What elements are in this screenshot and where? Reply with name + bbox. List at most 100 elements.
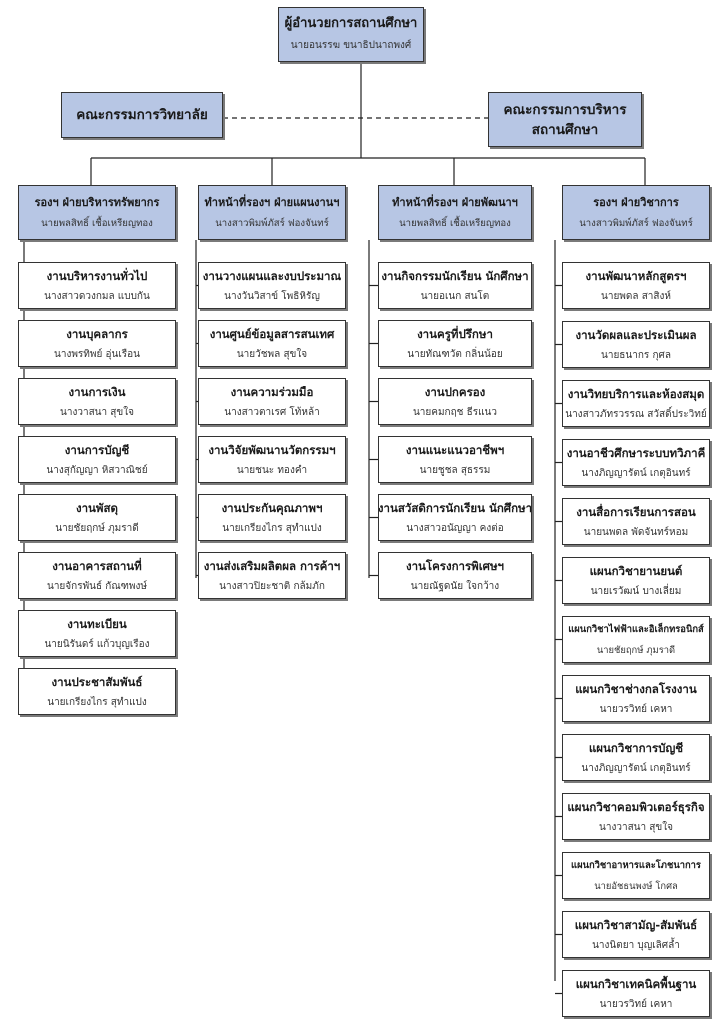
unit-person: นางสาวตาเรศ โท้หล้า — [224, 406, 320, 418]
unit-box: แผนกวิชาอาหารและโภชนาการนายอัชธนพงษ์ โกศ… — [562, 852, 710, 899]
unit-box: งานวิทยบริการและห้องสมุดนางสาวภัทรวรรณ ส… — [562, 380, 710, 427]
unit-title: งานกิจกรรมนักเรียน นักศึกษา — [381, 268, 529, 283]
unit-box: งานปกครองนายคมกฤช ธีรแนว — [378, 378, 532, 425]
column-head-3: ทำหน้าที่รองฯ ฝ่ายพัฒนาฯนายพลสิทธิ์ เชื้… — [378, 185, 532, 240]
unit-title: งานอาคารสถานที่ — [52, 558, 142, 573]
unit-title: งานพัสดุ — [75, 500, 118, 515]
unit-box: งานแนะแนวอาชีพฯนายชูชล สุธรรม — [378, 436, 532, 483]
unit-title: แผนกวิชาไฟฟ้าและอิเล็กทรอนิกส์ — [568, 623, 704, 635]
unit-title: งานการเงิน — [68, 384, 126, 399]
unit-person: นายจักรพันธ์ กัณฑพงษ์ — [46, 580, 147, 592]
unit-title: งานส่งเสริมผลิตผล การค้าฯ — [203, 558, 341, 573]
unit-box: งานพัสดุนายชัยฤกษ์ ภุมราดี — [18, 494, 176, 541]
unit-title: งานประชาสัมพันธ์ — [51, 674, 143, 689]
unit-person: นางภิญญารัตน์ เกตุอินทร์ — [581, 762, 691, 774]
unit-title: แผนกวิชาอาหารและโภชนาการ — [571, 859, 701, 871]
unit-person: นายเรวัฒน์ บางเลี่ยม — [590, 585, 682, 597]
unit-box: งานบริหารงานทั่วไปนางสาวดวงกมล แบบกัน — [18, 262, 176, 309]
column-head-title: ทำหน้าที่รองฯ ฝ่ายพัฒนาฯ — [392, 195, 518, 209]
unit-title: แผนกวิชาช่างกลโรงงาน — [575, 681, 697, 696]
unit-person: นายทัณฑวัต กลิ่นน้อย — [407, 348, 503, 360]
director-name: นายอนรรฆ ขนาธิปนาถพงศ์ — [290, 40, 412, 51]
unit-box: งานวัดผลและประเมินผลนายธนากร กุศล — [562, 321, 710, 368]
unit-title: งานปกครอง — [424, 384, 486, 399]
unit-person: นายชัยฤกษ์ ภุมราดี — [596, 644, 676, 656]
college-committee-title: คณะกรรมการวิทยาลัย — [76, 107, 208, 123]
unit-box: งานประชาสัมพันธ์นายเกรียงไกร สุทำแปง — [18, 668, 176, 715]
unit-title: งานสวัสดิการนักเรียน นักศึกษา — [378, 500, 532, 515]
unit-person: นายวรวิทย์ เคหา — [599, 998, 673, 1010]
unit-person: นางสุกัญญา หิสวาณิชย์ — [46, 464, 148, 476]
unit-person: นายณัฐดนัย ใจกว้าง — [410, 580, 500, 592]
unit-person: นายชัยฤกษ์ ภุมราดี — [55, 522, 139, 534]
unit-box: งานวางแผนและงบประมาณนางวันวิสาข์ โพธิหิร… — [198, 262, 346, 309]
unit-box: งานการเงินนางวาสนา สุขใจ — [18, 378, 176, 425]
unit-person: นายวรวิทย์ เคหา — [599, 703, 673, 715]
unit-box: งานครูที่ปรึกษานายทัณฑวัต กลิ่นน้อย — [378, 320, 532, 367]
unit-person: นายคมกฤช ธีรแนว — [412, 406, 498, 418]
unit-box: แผนกวิชาไฟฟ้าและอิเล็กทรอนิกส์นายชัยฤกษ์… — [562, 616, 710, 663]
unit-title: แผนกวิชาการบัญชี — [588, 740, 684, 755]
unit-person: นายชูชล สุธรรม — [419, 464, 491, 476]
unit-person: นางสาวปิยะชาติ กล้มภัก — [219, 580, 325, 592]
unit-box: แผนกวิชาสามัญ-สัมพันธ์นางนิตยา บุญเลิศล้… — [562, 911, 710, 958]
unit-title: งานบริหารงานทั่วไป — [46, 268, 148, 283]
unit-box: แผนกวิชาเทคนิคพื้นฐานนายวรวิทย์ เคหา — [562, 970, 710, 1017]
column-head-2: ทำหน้าที่รองฯ ฝ่ายแผนงานฯนางสาวพิมพ์ภัสร… — [198, 185, 346, 240]
unit-person: นายเกรียงไกร สุทำแปง — [47, 696, 147, 708]
unit-title: งานวิจัยพัฒนานวัตกรรมฯ — [208, 442, 336, 457]
unit-title: งานวัดผลและประเมินผล — [575, 327, 697, 342]
unit-person: นางนิตยา บุญเลิศล้ำ — [592, 939, 680, 951]
unit-title: งานแนะแนวอาชีพฯ — [405, 442, 505, 457]
unit-person: นางวันวิสาข์ โพธิหิรัญ — [224, 290, 320, 302]
unit-box: งานบุคลากรนางพรทิพย์ อุ่นเรือน — [18, 320, 176, 367]
unit-title: แผนกวิชาคอมพิวเตอร์ธุรกิจ — [567, 799, 705, 814]
unit-box: งานอาคารสถานที่นายจักรพันธ์ กัณฑพงษ์ — [18, 552, 176, 599]
unit-box: งานส่งเสริมผลิตผล การค้าฯนางสาวปิยะชาติ … — [198, 552, 346, 599]
unit-box: งานสื่อการเรียนการสอนนายนพดล พัดจันทร์หอ… — [562, 498, 710, 545]
column-head-title: รองฯ ฝ่ายบริหารทรัพยากร — [34, 195, 160, 209]
unit-person: นางวาสนา สุขใจ — [599, 821, 673, 833]
unit-box: งานความร่วมมือนางสาวตาเรศ โท้หล้า — [198, 378, 346, 425]
unit-title: งานประกันคุณภาพฯ — [221, 500, 323, 515]
unit-box: งานโครงการพิเศษฯนายณัฐดนัย ใจกว้าง — [378, 552, 532, 599]
unit-box: งานพัฒนาหลักสูตรฯนายพดล สาสิงห์ — [562, 262, 710, 309]
unit-title: งานวิทยบริการและห้องสมุด — [567, 386, 705, 401]
unit-title: งานสื่อการเรียนการสอน — [576, 504, 696, 519]
unit-title: งานวางแผนและงบประมาณ — [202, 268, 342, 283]
unit-title: งานพัฒนาหลักสูตรฯ — [585, 268, 687, 283]
unit-box: แผนกวิชาคอมพิวเตอร์ธุรกิจนางวาสนา สุขใจ — [562, 793, 710, 840]
management-committee-box: คณะกรรมการบริหาร สถานศึกษา — [488, 92, 642, 147]
unit-box: งานการบัญชีนางสุกัญญา หิสวาณิชย์ — [18, 436, 176, 483]
column-head-1: รองฯ ฝ่ายบริหารทรัพยากรนายพลสิทธิ์ เชื้อ… — [18, 185, 176, 240]
unit-title: แผนกวิชาเทคนิคพื้นฐาน — [575, 976, 697, 991]
unit-box: งานศูนย์ข้อมูลสารสนเทศนายวัชพล สุขใจ — [198, 320, 346, 367]
unit-box: แผนกวิชาการบัญชีนางภิญญารัตน์ เกตุอินทร์ — [562, 734, 710, 781]
column-head-title: ทำหน้าที่รองฯ ฝ่ายแผนงานฯ — [204, 195, 340, 209]
unit-box: งานกิจกรรมนักเรียน นักศึกษานายอเนก สนโต — [378, 262, 532, 309]
unit-person: นายพดล สาสิงห์ — [601, 290, 671, 302]
unit-person: นายเกรียงไกร สุทำแปง — [222, 522, 322, 534]
unit-title: งานโครงการพิเศษฯ — [405, 558, 505, 573]
unit-box: งานสวัสดิการนักเรียน นักศึกษานางสาวอนัญญ… — [378, 494, 532, 541]
unit-person: นางสาวภัทรวรรณ สวัสดิ์ประวิทย์ — [565, 408, 707, 420]
unit-box: งานวิจัยพัฒนานวัตกรรมฯนายชนะ ทองคำ — [198, 436, 346, 483]
unit-box: แผนกวิชาช่างกลโรงงานนายวรวิทย์ เคหา — [562, 675, 710, 722]
unit-person: นายอัชธนพงษ์ โกศล — [594, 880, 678, 892]
column-head-4: รองฯ ฝ่ายวิชาการนางสาวพิมพ์ภัสร์ ฟองจันท… — [562, 185, 710, 240]
column-head-name: นางสาวพิมพ์ภัสร์ ฟองจันทร์ — [579, 217, 693, 229]
unit-title: งานอาชีวศึกษาระบบทวิภาคี — [566, 445, 706, 460]
unit-box: งานทะเบียนนายนิรันดร์ แก้วบุญเรือง — [18, 610, 176, 657]
management-committee-line2: สถานศึกษา — [531, 121, 599, 138]
unit-box: งานประกันคุณภาพฯนายเกรียงไกร สุทำแปง — [198, 494, 346, 541]
unit-title: งานครูที่ปรึกษา — [417, 326, 493, 341]
unit-title: งานบุคลากร — [66, 326, 128, 341]
unit-box: แผนกวิชายานยนต์นายเรวัฒน์ บางเลี่ยม — [562, 557, 710, 604]
unit-person: นางพรทิพย์ อุ่นเรือน — [54, 348, 140, 360]
unit-title: งานทะเบียน — [67, 616, 127, 631]
management-committee-line1: คณะกรรมการบริหาร — [503, 101, 627, 118]
unit-box: งานอาชีวศึกษาระบบทวิภาคีนางภิญญารัตน์ เก… — [562, 439, 710, 486]
unit-person: นายอเนก สนโต — [420, 290, 490, 302]
unit-person: นายธนากร กุศล — [601, 349, 671, 361]
unit-person: นายชนะ ทองคำ — [236, 464, 308, 476]
